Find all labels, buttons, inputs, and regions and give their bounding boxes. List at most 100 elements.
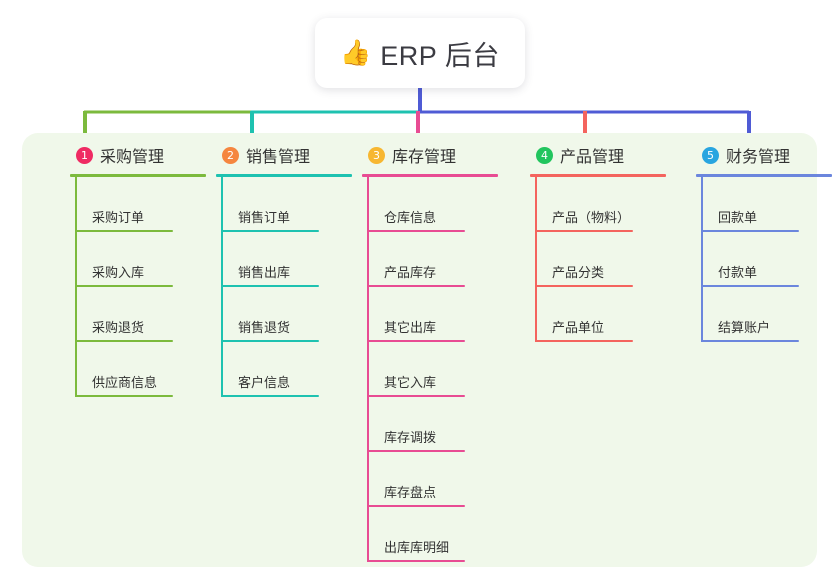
branch-item-underline: [701, 230, 799, 232]
branch-number-badge: 4: [536, 146, 553, 164]
branch-item[interactable]: 产品单位: [522, 287, 682, 342]
branch-item[interactable]: 付款单: [688, 232, 839, 287]
branch-item-label: 出库库明细: [384, 540, 450, 555]
branch-item-label: 销售出库: [238, 265, 291, 280]
branch-item-label: 回款单: [718, 210, 758, 225]
branch-spine: [75, 177, 77, 397]
branch-title: 财务管理: [726, 149, 791, 166]
branch-item-underline: [535, 340, 633, 342]
branch-item-underline: [535, 285, 633, 287]
branch-item-underline: [701, 285, 799, 287]
branch-item[interactable]: 其它出库: [354, 287, 514, 342]
branch-title: 库存管理: [392, 149, 457, 166]
branch-item-underline: [221, 285, 319, 287]
branch-item[interactable]: 仓库信息: [354, 177, 514, 232]
branch-header-采购管理[interactable]: 1 采购管理: [62, 133, 222, 177]
root-node[interactable]: 👍 ERP 后台: [315, 18, 525, 88]
branch-column: 2 销售管理销售订单销售出库销售退货客户信息: [208, 133, 368, 397]
branch-item[interactable]: 客户信息: [208, 342, 368, 397]
branch-item-list: 销售订单销售出库销售退货客户信息: [208, 177, 368, 397]
branch-item[interactable]: 产品（物料）: [522, 177, 682, 232]
branch-underline: [530, 174, 666, 177]
branch-item[interactable]: 产品分类: [522, 232, 682, 287]
branch-item-label: 结算账户: [718, 320, 771, 335]
branch-number-badge: 2: [222, 146, 239, 164]
branch-item-list: 产品（物料） 产品分类产品单位: [522, 177, 682, 342]
branch-item-label: 产品（物料）: [552, 210, 631, 225]
branch-item[interactable]: 库存调拨: [354, 397, 514, 452]
branch-item-label: 产品分类: [552, 265, 605, 280]
branch-item-underline: [367, 505, 465, 507]
branch-underline: [696, 174, 832, 177]
branch-item-label: 库存盘点: [384, 485, 437, 500]
branch-item-underline: [367, 340, 465, 342]
branch-column: 5 财务管理回款单付款单结算账户: [688, 133, 839, 342]
branch-header-财务管理[interactable]: 5 财务管理: [688, 133, 839, 177]
branch-item-label: 仓库信息: [384, 210, 437, 225]
branch-item-underline: [367, 230, 465, 232]
branch-column: 1 采购管理采购订单采购入库采购退货供应商信息: [62, 133, 222, 397]
branch-item-underline: [75, 285, 173, 287]
thumbs-up-icon: 👍: [340, 38, 372, 67]
branch-item-label: 客户信息: [238, 375, 291, 390]
branch-number-badge: 1: [76, 146, 93, 164]
branch-item-label: 采购退货: [92, 320, 145, 335]
branch-item-list: 采购订单采购入库采购退货供应商信息: [62, 177, 222, 397]
branch-spine: [221, 177, 223, 397]
branch-item[interactable]: 其它入库: [354, 342, 514, 397]
branch-item-underline: [367, 395, 465, 397]
branch-item-label: 销售退货: [238, 320, 291, 335]
branch-number-badge: 5: [702, 146, 719, 164]
branch-header-库存管理[interactable]: 3 库存管理: [354, 133, 514, 177]
branch-item-underline: [535, 230, 633, 232]
branch-item-label: 产品库存: [384, 265, 437, 280]
branch-title: 销售管理: [246, 149, 311, 166]
branch-header-产品管理[interactable]: 4 产品管理: [522, 133, 682, 177]
branch-item[interactable]: 库存盘点: [354, 452, 514, 507]
branch-title: 采购管理: [100, 149, 165, 166]
branch-item[interactable]: 出库库明细: [354, 507, 514, 562]
branch-underline: [362, 174, 498, 177]
branch-item-label: 其它入库: [384, 375, 437, 390]
branch-item-underline: [221, 230, 319, 232]
branch-item[interactable]: 采购订单: [62, 177, 222, 232]
branch-title: 产品管理: [560, 149, 625, 166]
branch-header-销售管理[interactable]: 2 销售管理: [208, 133, 368, 177]
branch-item-underline: [221, 340, 319, 342]
branch-item-underline: [367, 560, 465, 562]
branch-item[interactable]: 销售出库: [208, 232, 368, 287]
branch-item-label: 库存调拨: [384, 430, 437, 445]
branch-item[interactable]: 供应商信息: [62, 342, 222, 397]
root-title: ERP 后台: [380, 40, 500, 71]
branch-item[interactable]: 结算账户: [688, 287, 839, 342]
branch-item-label: 采购入库: [92, 265, 145, 280]
branch-item-list: 回款单付款单结算账户: [688, 177, 839, 342]
branch-item-underline: [75, 395, 173, 397]
branch-item-label: 付款单: [718, 265, 758, 280]
branch-item-label: 供应商信息: [92, 375, 158, 390]
branch-number-badge: 3: [368, 146, 385, 164]
branch-item-underline: [75, 340, 173, 342]
branch-underline: [216, 174, 352, 177]
branches-panel: [22, 133, 817, 567]
branch-item-underline: [701, 340, 799, 342]
branch-item-underline: [367, 450, 465, 452]
branch-item-label: 采购订单: [92, 210, 145, 225]
branch-item[interactable]: 采购退货: [62, 287, 222, 342]
branch-item[interactable]: 产品库存: [354, 232, 514, 287]
branch-item[interactable]: 回款单: [688, 177, 839, 232]
branch-column: 4 产品管理产品（物料） 产品分类产品单位: [522, 133, 682, 342]
branch-item[interactable]: 销售订单: [208, 177, 368, 232]
branch-item-underline: [367, 285, 465, 287]
branch-item[interactable]: 销售退货: [208, 287, 368, 342]
branch-item-label: 销售订单: [238, 210, 291, 225]
branch-item[interactable]: 采购入库: [62, 232, 222, 287]
branch-spine: [367, 177, 369, 562]
branch-item-list: 仓库信息产品库存其它出库其它入库库存调拨库存盘点出库库明细: [354, 177, 514, 562]
branch-spine: [701, 177, 703, 342]
branch-item-underline: [75, 230, 173, 232]
branch-item-underline: [221, 395, 319, 397]
branch-underline: [70, 174, 206, 177]
